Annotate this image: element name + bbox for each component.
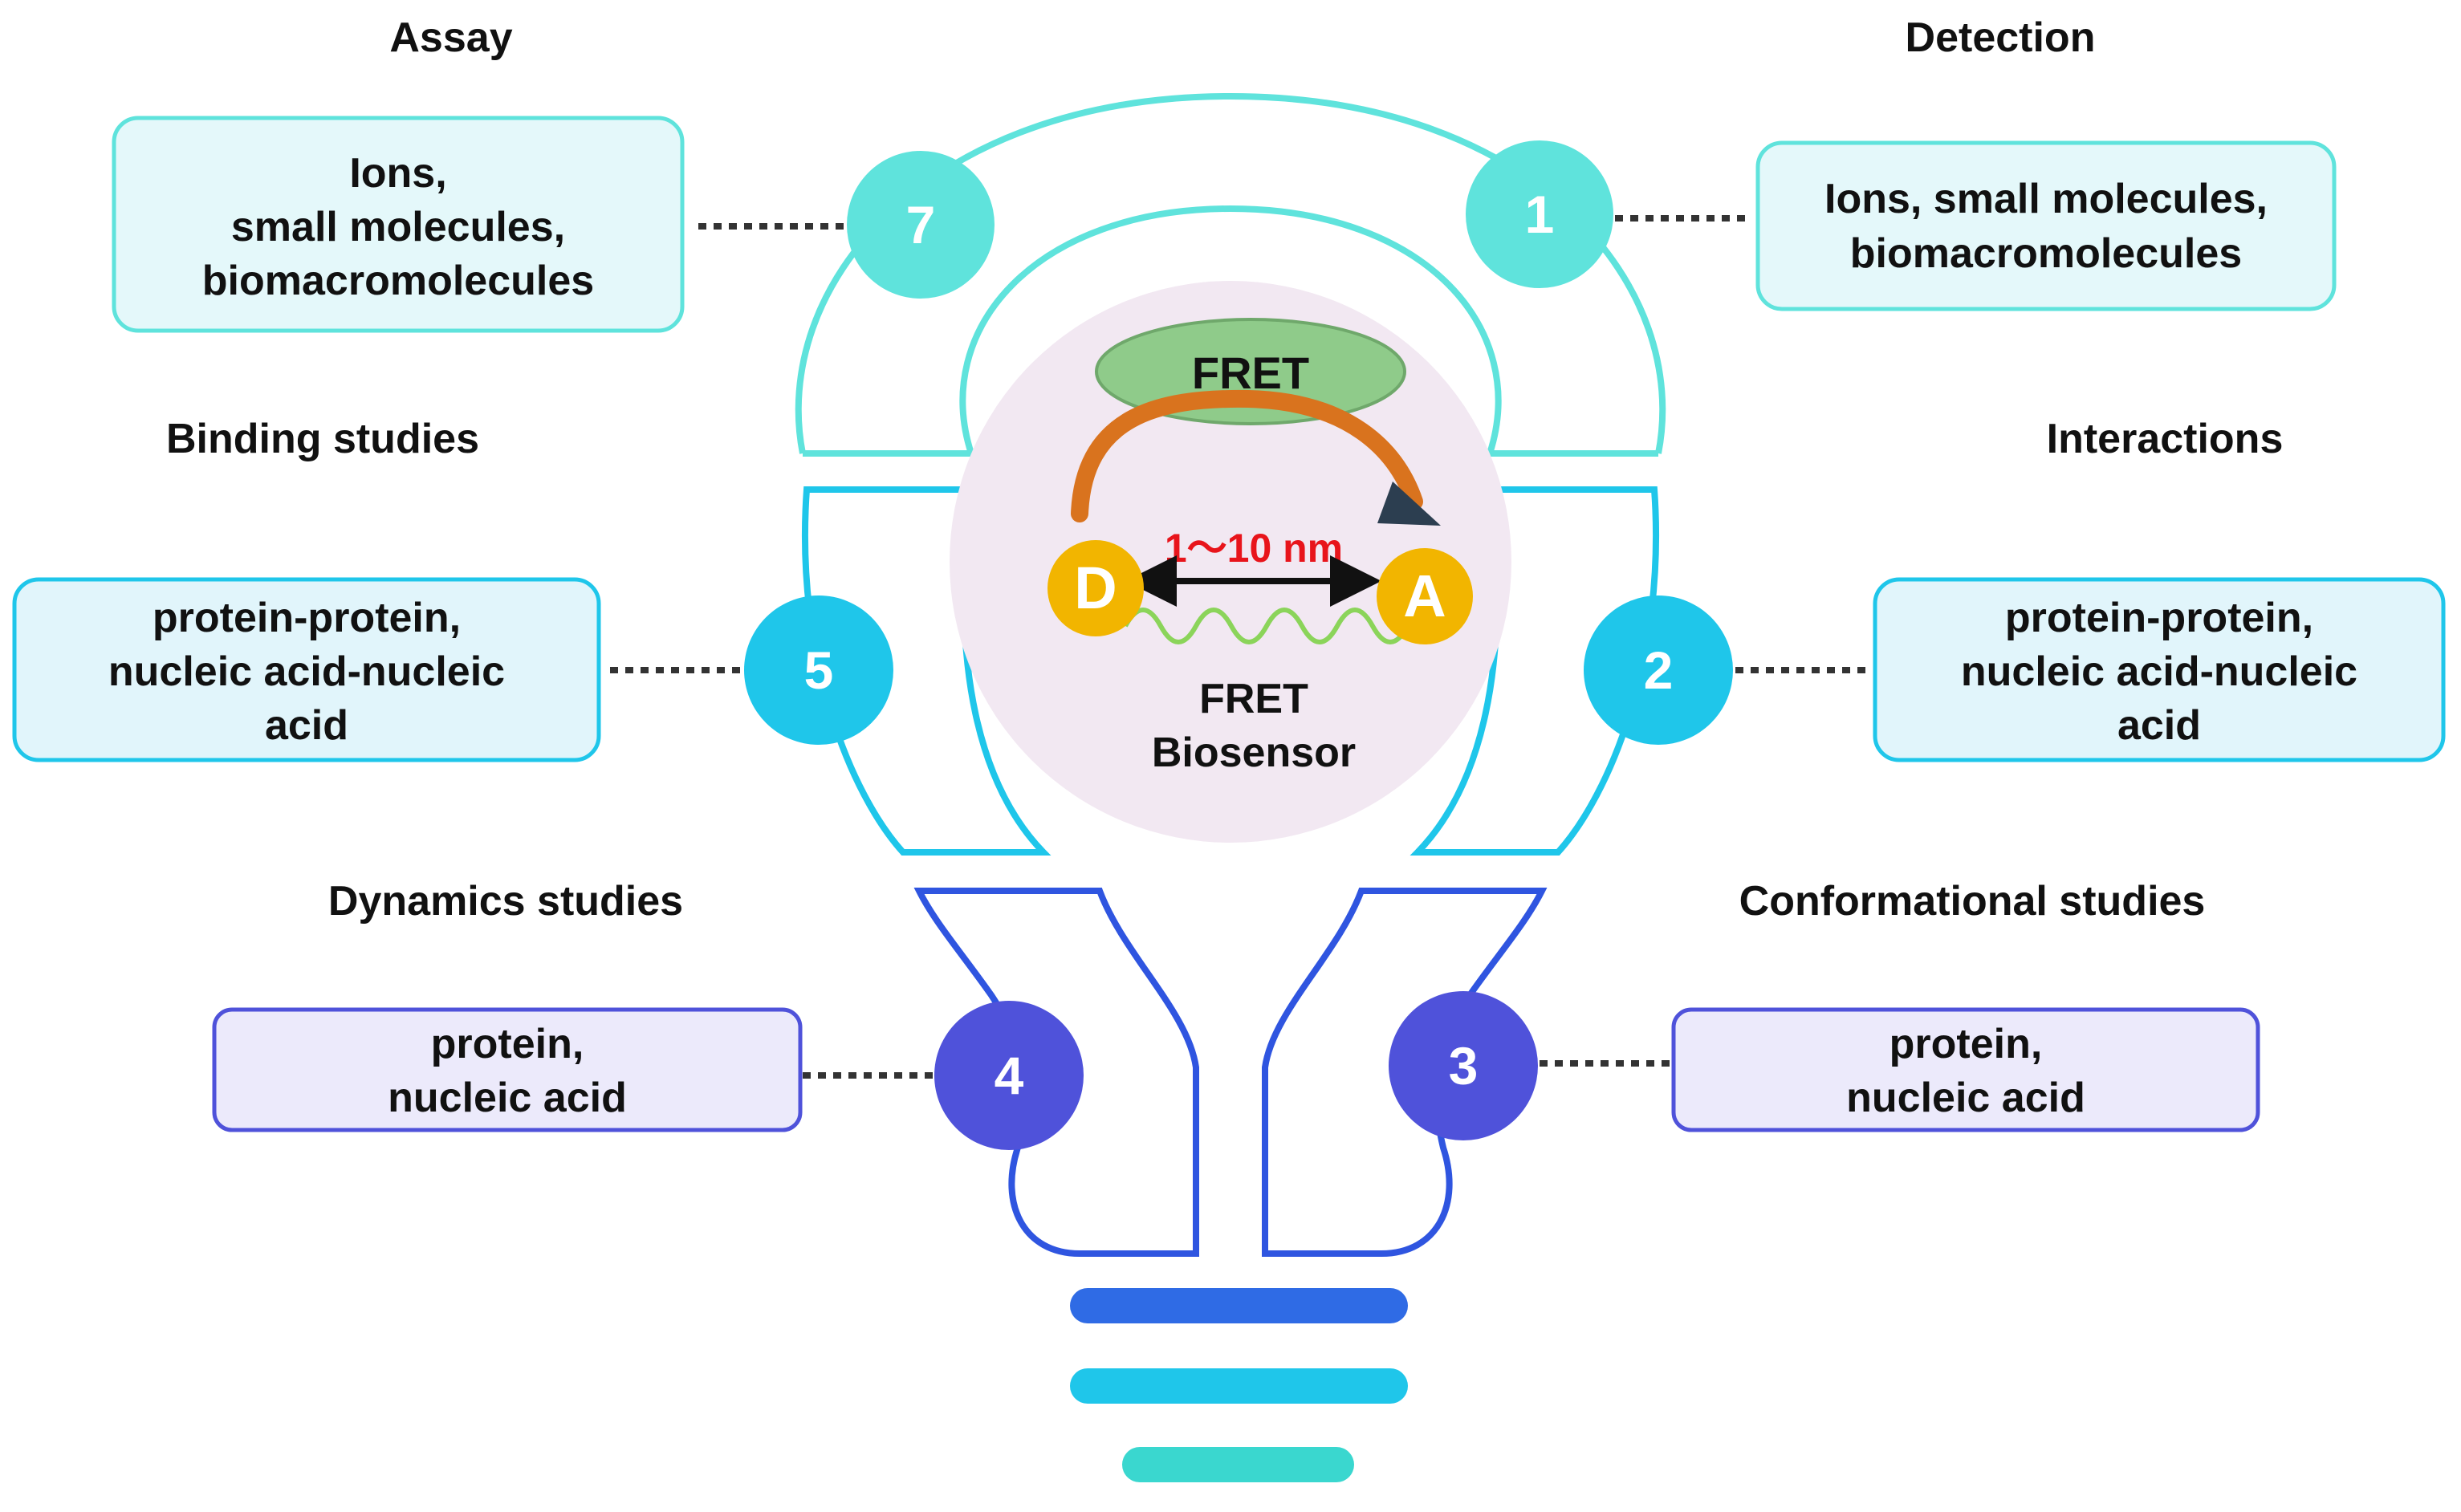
box-interactions-line-3: acid: [2117, 702, 2201, 749]
badge-1: 1: [1466, 140, 1613, 288]
box-conformational-line-2: nucleic acid: [1846, 1075, 2085, 1121]
box-interactions-line-1: protein-protein,: [2005, 595, 2313, 641]
box-binding-line-1: protein-protein,: [153, 595, 461, 641]
box-interactions-line-2: nucleic acid-nucleic: [1961, 648, 2357, 695]
bulb-neck: [913, 888, 1548, 1257]
box-assay: Ions, small molecules, biomacromolecules: [112, 116, 685, 333]
box-assay-line-3: biomacromolecules: [202, 258, 594, 304]
donor-label: D: [1074, 555, 1117, 621]
badge-7-number: 7: [906, 195, 936, 254]
box-dynamics-line-2: nucleic acid: [388, 1075, 627, 1121]
energy-transfer-arrowhead: [1377, 482, 1441, 526]
biosensor-title-2: Biosensor: [1152, 730, 1356, 776]
title-binding: Binding studies: [166, 416, 479, 462]
title-conformational: Conformational studies: [1739, 878, 2206, 925]
box-binding: protein-protein, nucleic acid-nucleic ac…: [12, 577, 601, 762]
donor-node: [1047, 540, 1144, 636]
bulb-neck-right: [1262, 888, 1548, 1257]
box-conformational-line-1: protein,: [1889, 1021, 2043, 1067]
badge-4: 4: [934, 1001, 1084, 1150]
title-assay: Assay: [389, 14, 512, 61]
fret-ellipse-label: FRET: [1192, 348, 1309, 398]
connectors: [610, 215, 1870, 1079]
energy-transfer-arrow: [1071, 389, 1423, 522]
box-conformational: protein, nucleic acid: [1671, 1007, 2260, 1132]
title-detection: Detection: [1906, 14, 2096, 61]
distance-label: 1～10 nm: [1165, 526, 1343, 571]
box-detection-line-2: biomacromolecules: [1850, 230, 2242, 277]
badge-3: 3: [1389, 991, 1538, 1140]
fret-center: FRET 1～10 nm D A FRET Biosensor: [950, 281, 1511, 843]
bulb-top-inner: [959, 205, 1502, 455]
title-dynamics: Dynamics studies: [328, 878, 683, 925]
box-assay-line-1: Ions,: [349, 150, 446, 197]
box-binding-line-2: nucleic acid-nucleic: [108, 648, 505, 695]
biosensor-title-1: FRET: [1199, 676, 1308, 722]
badge-4-number: 4: [995, 1046, 1024, 1105]
badge-5: 5: [744, 595, 893, 745]
category-titles: Assay Detection Binding studies Interact…: [166, 14, 2283, 925]
box-detection-line-1: Ions, small molecules,: [1824, 176, 2268, 222]
acceptor-label: A: [1403, 563, 1446, 629]
bulb-base: [1070, 1288, 1408, 1482]
badge-1-number: 1: [1525, 185, 1555, 244]
bulb-top-outer: [795, 92, 1666, 454]
badge-2-number: 2: [1644, 640, 1674, 700]
badge-5-number: 5: [804, 640, 834, 700]
badge-3-number: 3: [1449, 1036, 1479, 1095]
box-binding-line-3: acid: [265, 702, 348, 749]
bulb-neck-left: [913, 888, 1199, 1257]
badge-7: 7: [847, 151, 995, 299]
title-interactions: Interactions: [2047, 416, 2284, 462]
box-assay-line-2: small molecules,: [231, 204, 565, 250]
box-dynamics: protein, nucleic acid: [212, 1007, 803, 1132]
box-detection: Ions, small molecules, biomacromolecules: [1755, 140, 2337, 311]
box-dynamics-line-1: protein,: [431, 1021, 584, 1067]
badge-2: 2: [1584, 595, 1733, 745]
bulb-top-band: [795, 92, 1666, 457]
acceptor-node: [1377, 548, 1473, 644]
box-interactions: protein-protein, nucleic acid-nucleic ac…: [1873, 577, 2446, 762]
linker-wave: [1123, 608, 1410, 644]
